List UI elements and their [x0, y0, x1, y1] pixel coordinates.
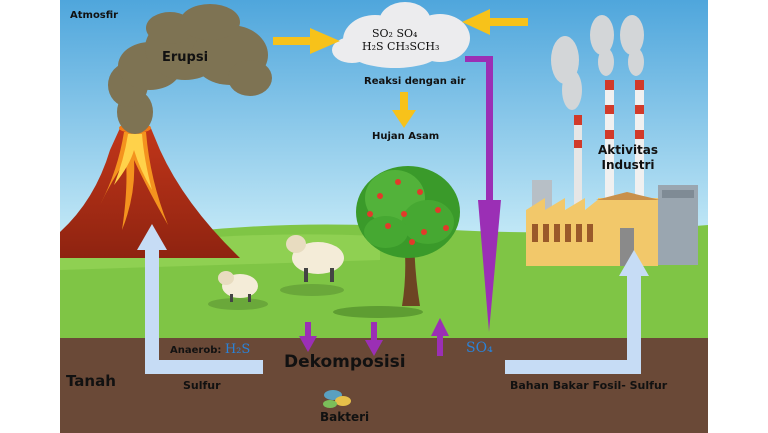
label-acid-rain: Hujan Asam [372, 131, 440, 142]
soil-layer [60, 338, 708, 433]
eruption-smoke [108, 4, 272, 134]
label-anaerob: Anaerob: H₂S [170, 342, 250, 357]
arrow-reaction-to-acid-rain [392, 92, 416, 128]
label-soil: Tanah [66, 372, 116, 390]
arrow-decomposition-2 [365, 322, 383, 356]
label-decomposition: Dekomposisi [284, 352, 406, 372]
label-cloud-gases-1: SO₂ SO₄ [372, 27, 418, 40]
arrow-eruption-to-cloud [273, 28, 340, 54]
arrow-cloud-to-soil [465, 56, 501, 332]
arrow-soil-to-tree [431, 318, 449, 356]
arrow-decomposition-1 [299, 322, 317, 352]
apple-tree [356, 166, 460, 306]
label-bacteria: Bakteri [320, 410, 370, 424]
label-sulfur: Sulfur [183, 379, 221, 392]
label-industry: Aktivitas Industri [598, 143, 659, 172]
arrow-soil-to-industry [505, 250, 649, 374]
sheep-small [208, 271, 268, 310]
grass-patch [333, 306, 423, 318]
sheep-large [280, 235, 344, 296]
arrow-soil-to-volcano [137, 224, 263, 374]
label-so4: SO₄ [466, 340, 493, 356]
label-fossil-fuel-sulfur: Bahan Bakar Fosil- Sulfur [510, 379, 668, 392]
label-cloud-gases-2: H₂S CH₃SCH₃ [362, 40, 440, 53]
arrow-industry-to-cloud [462, 9, 528, 35]
bacteria-icon [323, 390, 351, 408]
label-h2s: H₂S [224, 342, 251, 357]
label-anaerob-prefix: Anaerob: [170, 345, 222, 356]
label-water-reaction: Reaksi dengan air [364, 76, 466, 87]
gas-cloud [332, 2, 470, 68]
industrial-factory [526, 15, 698, 266]
label-eruption: Erupsi [162, 50, 209, 65]
label-atmosphere: Atmosfir [70, 10, 119, 21]
